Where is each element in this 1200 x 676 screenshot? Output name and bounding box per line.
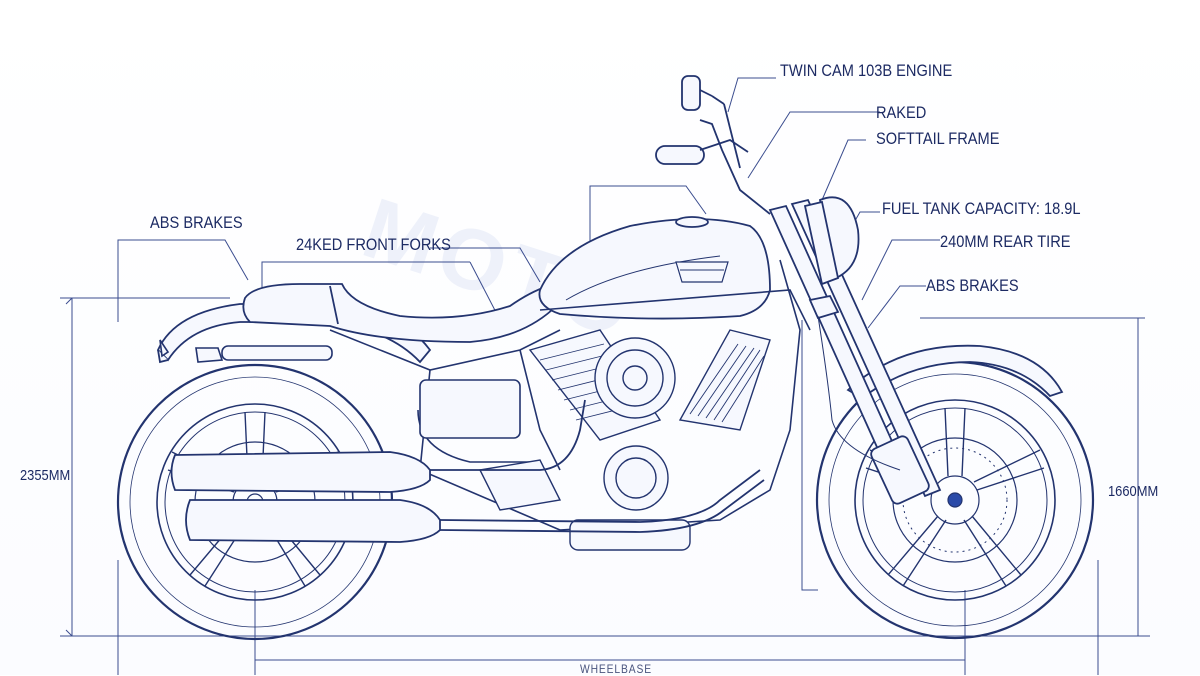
dimension-overall-length: 2355MM xyxy=(20,467,71,484)
handlebar xyxy=(655,75,771,215)
front-fender xyxy=(846,344,1064,400)
label-abs-brakes-right: ABS BRAKES xyxy=(926,276,1019,295)
dimension-lines xyxy=(60,297,1150,675)
headlight xyxy=(803,196,860,286)
label-front-forks: 24KED FRONT FORKS xyxy=(296,235,451,254)
engine xyxy=(478,329,771,551)
front-wheel xyxy=(815,360,1095,640)
label-rear-tire: 240MM REAR TIRE xyxy=(940,232,1071,251)
dimension-seat-height: 1660MM xyxy=(1108,483,1159,500)
label-engine: TWIN CAM 103B ENGINE xyxy=(780,61,953,80)
rear-lights xyxy=(159,339,333,363)
frame xyxy=(329,259,811,531)
fuel-tank xyxy=(538,216,771,320)
label-softail-frame: SOFTTAIL FRAME xyxy=(876,129,1000,148)
label-abs-brakes-left: ABS BRAKES xyxy=(150,213,243,232)
label-raked: RAKED xyxy=(876,103,927,122)
exhaust xyxy=(170,399,765,543)
brake-line xyxy=(817,315,901,471)
dimension-wheelbase: WHEELBASE xyxy=(580,662,652,676)
seat xyxy=(242,283,553,343)
label-fuel-tank: FUEL TANK CAPACITY: 18.9L xyxy=(882,199,1081,218)
